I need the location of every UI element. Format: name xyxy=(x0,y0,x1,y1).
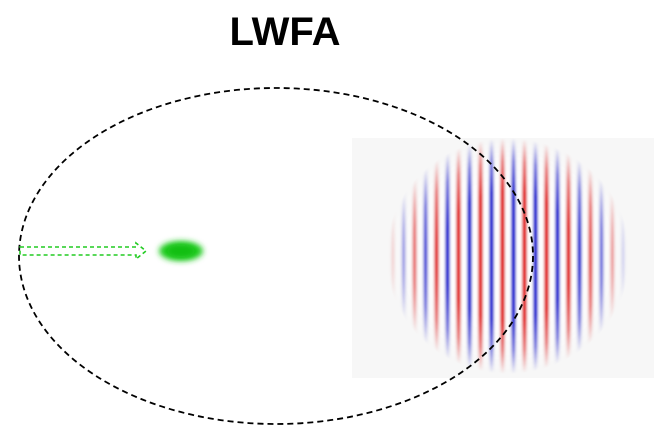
electron-bunch-core xyxy=(167,245,195,257)
diagram-title: LWFA xyxy=(229,10,341,54)
laser-pulse xyxy=(380,130,640,390)
dashed-right-arrow-icon xyxy=(19,241,148,261)
plasma-bubble xyxy=(18,87,534,425)
